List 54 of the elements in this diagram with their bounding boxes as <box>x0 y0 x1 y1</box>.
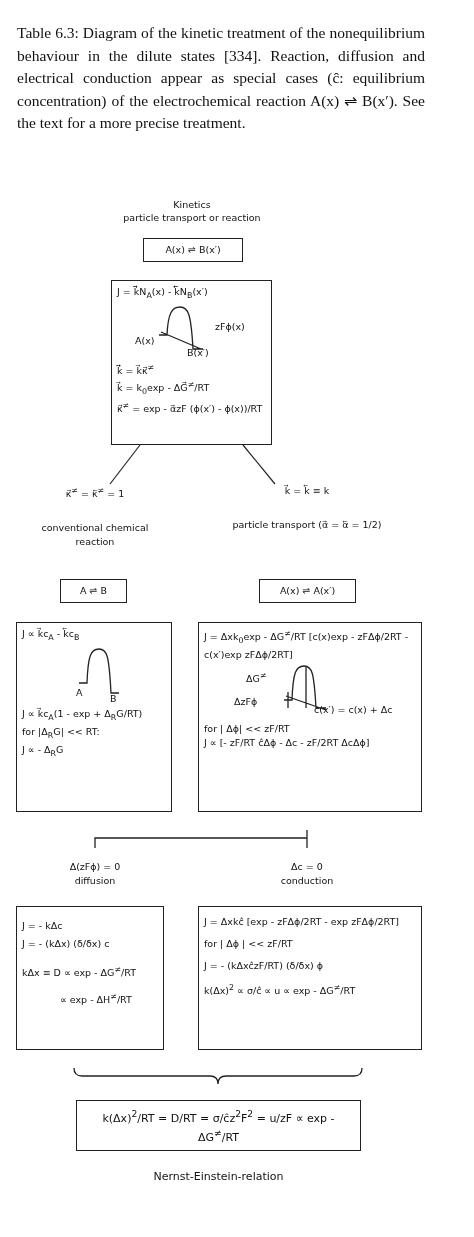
equation-box <box>143 238 243 262</box>
equation-box <box>111 280 272 445</box>
equation: κ⃗$^{≠}$ = exp - α⃗zF (ϕ(x′) - ϕ(x))/RT <box>117 400 264 417</box>
equation: for |Δ$_{R}$G| << RT: <box>22 724 101 742</box>
diagram-label: B(x′) <box>187 346 209 359</box>
equation: kΔx ≡ D ∝ exp - ΔG$^{≠}$/RT <box>22 964 137 981</box>
diagram-label: ΔG$^{≠}$ <box>246 670 267 686</box>
equation: Δc = 0 <box>290 860 324 874</box>
connector-line <box>242 444 276 485</box>
equation-box <box>76 1100 361 1152</box>
case-label: diffusion <box>73 874 117 888</box>
caption: Table 6.3: Diagram of the kinetic treatment of the nonequilibrium behaviour in the dilute states [334]. Reaction, diffusion and electrical conduction appear as special cases (ĉ: equilibrium concentration) of the electrochemical reaction A(x) ⇌ B(x′). See the text for a more precise treatment. <box>17 23 425 133</box>
equation: J ∝ k⃗c$_{A}$ - k⃖c$_{B}$ <box>22 627 81 644</box>
heading: Kinetics <box>172 199 212 210</box>
diagram-label: zFϕ(x) <box>215 320 245 333</box>
equation: for | Δϕ| << zF/RT <box>204 722 291 737</box>
diagram-label: A(x) <box>135 334 155 347</box>
equation: J ∝ [- zF/RT ĉΔϕ - Δc - zF/2RT ΔcΔϕ] <box>204 736 371 751</box>
equation: J ∝ - Δ$_{R}$G <box>22 742 65 760</box>
equation: J = Δxk$_{0}$exp - ΔG$^{≠}$/RT [c(x)exp - zFΔϕ/2RT - c(x′)exp zFΔϕ/2RT] <box>204 628 410 663</box>
equation: k⃗⃗ = k⃗κ⃗$^{≠}$ <box>117 361 156 379</box>
equation-box <box>60 579 127 603</box>
diagram-label: ΔzFϕ <box>234 696 258 709</box>
equation-box <box>198 622 422 812</box>
equation: ∝ exp - ΔH$^{≠}$/RT <box>59 991 133 1008</box>
case-label: conventional chemical reaction <box>40 521 150 550</box>
equation: J ∝ k⃗c$_{A}$(1 - exp + Δ$_{R}$G/RT) <box>22 706 144 724</box>
equation: k(Δx)$^{2}$/RT = D/RT = σ/ĉz$^{2}$F$^{2}$ = u/zF ∝ exp - ΔG$^{≠}$/RT <box>101 1107 336 1145</box>
connector-line <box>109 444 141 485</box>
diagram-label: B <box>110 692 117 705</box>
equation: J = - (kΔx) (δ/δx) c <box>22 937 111 951</box>
equation: κ⃗$^{≠}$ = κ⃖$^{≠}$ = 1 <box>64 485 126 502</box>
case-label: conduction <box>279 874 335 888</box>
equation: A ⇌ B <box>79 584 108 598</box>
equation: J = - (kΔxĉzF/RT) (δ/δx) ϕ <box>204 959 325 973</box>
subheading: particle transport or reaction <box>122 212 262 223</box>
equation: J = k⃗⃗N$_{A}$(x) - k⃖⃖N$_{B}$(x′) <box>117 285 209 302</box>
diagram-label: c(x′) = c(x) + Δc <box>314 704 393 717</box>
equation: J = Δxkĉ [exp - zFΔϕ/2RT - exp zFΔϕ/2RT] <box>204 915 401 929</box>
equation-box <box>16 622 172 812</box>
case-label: particle transport (α⃗ = α⃖ = 1/2) <box>232 518 382 532</box>
equation: Δ(zFϕ) = 0 <box>68 860 122 874</box>
equation: k⃗ = k$_{0}$exp - ΔG⃗$^{≠}$/RT <box>117 379 211 399</box>
equation: A(x) ⇌ B(x′) <box>164 243 222 257</box>
diagram-label: A <box>76 686 83 699</box>
relation-label: Nernst-Einstein-relation <box>152 1170 285 1183</box>
equation-box <box>198 906 422 1050</box>
equation-box <box>259 579 356 603</box>
equation: J = - kΔc <box>22 919 64 933</box>
equation: k⃗ = k⃖ ≡ k <box>283 484 331 498</box>
equation: A(x) ⇌ A(x′) <box>278 584 337 598</box>
equation-box <box>16 906 164 1050</box>
equation: for | Δϕ | << zF/RT <box>204 937 294 951</box>
equation: k(Δx)$^{2}$ ∝ σ/ĉ ∝ u ∝ exp - ΔG$^{≠}$/RT <box>204 982 357 999</box>
